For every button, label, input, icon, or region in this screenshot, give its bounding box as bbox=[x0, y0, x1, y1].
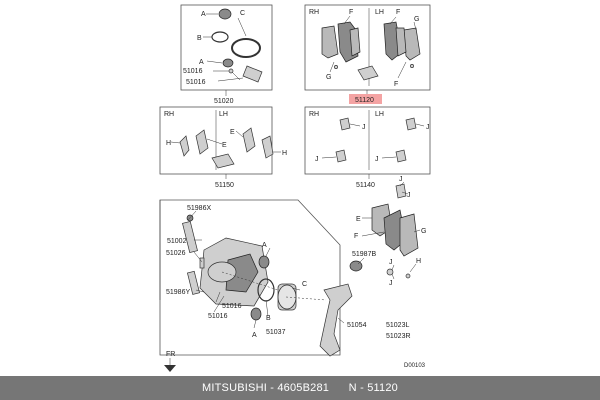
kit-box-51120: RH LH F F G G F 51120 bbox=[304, 4, 431, 104]
brake-pad-rh-outer-icon bbox=[321, 25, 339, 59]
label-h-assembly: H bbox=[416, 258, 421, 265]
label-j-4: J bbox=[375, 156, 379, 163]
bleeder-screw-icon bbox=[199, 257, 205, 269]
label-lh-shims: LH bbox=[219, 111, 228, 118]
label-f-assembly: F bbox=[354, 233, 358, 240]
label-fr: FR bbox=[166, 351, 175, 358]
seal-c-icon bbox=[231, 38, 261, 58]
label-h-rh: H bbox=[166, 140, 171, 147]
label-lh-pads: LH bbox=[375, 9, 384, 16]
part-51987b: 51987B bbox=[352, 251, 376, 258]
front-direction-indicator: FR bbox=[164, 351, 176, 372]
part-51120[interactable]: 51120 bbox=[355, 97, 374, 104]
pad-clip-top-icon bbox=[395, 183, 407, 199]
part-51023r: 51023R bbox=[386, 333, 411, 340]
part-51054: 51054 bbox=[347, 322, 367, 329]
label-rh-shims: RH bbox=[164, 111, 174, 118]
label-a-assembly-lower: A bbox=[252, 332, 257, 339]
clip-j-rh-lower-icon bbox=[335, 149, 347, 163]
boot-a-lower-assembly-icon bbox=[250, 307, 262, 321]
clip-j-lh-lower-icon bbox=[395, 149, 407, 163]
label-h-lh: H bbox=[282, 150, 287, 157]
label-a: A bbox=[201, 11, 206, 18]
boot-a-lower-icon bbox=[222, 58, 234, 68]
label-j-assembly-right: J bbox=[389, 259, 393, 266]
part-51023l: 51023L bbox=[386, 322, 409, 329]
label-e-lh: E bbox=[222, 142, 227, 149]
guide-pin-x-icon bbox=[182, 221, 198, 253]
label-j-assembly-bottom: J bbox=[389, 280, 393, 287]
part-51986y: 51986Y bbox=[166, 289, 190, 296]
part-51140: 51140 bbox=[356, 182, 375, 189]
label-a-lower: A bbox=[199, 59, 204, 66]
part-51016-assembly-1: 51016 bbox=[222, 303, 242, 310]
pin-boot-icon bbox=[349, 260, 363, 272]
brake-caliper-diagram: A C B A 51016 51016 51020 RH LH F F G G bbox=[159, 4, 431, 372]
label-g-assembly: G bbox=[421, 228, 426, 235]
label-j-3: J bbox=[315, 156, 319, 163]
label-f-rh: F bbox=[349, 9, 353, 16]
footer-catalog-ref: N - 51120 bbox=[348, 382, 398, 394]
part-51016-lower: 51016 bbox=[186, 79, 206, 86]
label-rh-clips: RH bbox=[309, 111, 319, 118]
label-j-assembly-mid: J bbox=[407, 192, 411, 199]
boot-a-icon bbox=[218, 8, 232, 20]
clip-j-lh-upper-icon bbox=[405, 117, 417, 131]
kit-box-51140: RH LH J J J J 51140 bbox=[304, 106, 431, 189]
clip-j-rh-upper-icon bbox=[339, 117, 351, 131]
front-arrow-icon bbox=[164, 365, 176, 372]
label-e: E bbox=[230, 129, 235, 136]
footer-separator-1: - bbox=[266, 382, 278, 394]
label-e-assembly: E bbox=[356, 216, 361, 223]
label-j-assembly-top: J bbox=[399, 176, 403, 183]
label-c: C bbox=[240, 10, 245, 17]
label-lh-clips: LH bbox=[375, 111, 384, 118]
shim-h-lh-icon bbox=[261, 135, 274, 159]
label-a-assembly-upper: A bbox=[262, 242, 267, 249]
kit-box-51020: A C B A 51016 51016 51020 bbox=[180, 4, 273, 105]
footer-bar: MITSUBISHI - 4605B281 N - 51120 bbox=[0, 376, 600, 400]
footer-brand: MITSUBISHI bbox=[202, 382, 267, 394]
diagram-code: D00103 bbox=[404, 363, 426, 369]
pad-grease-icon bbox=[357, 65, 379, 81]
part-51016-assembly-2: 51016 bbox=[208, 313, 228, 320]
caliper-support-icon bbox=[319, 283, 353, 357]
shim-e-rh-icon bbox=[195, 129, 209, 155]
part-51150: 51150 bbox=[215, 182, 234, 189]
seal-b-icon bbox=[211, 31, 229, 43]
label-j-1: J bbox=[362, 124, 366, 131]
part-51016-upper: 51016 bbox=[183, 68, 203, 75]
part-51037: 51037 bbox=[266, 329, 286, 336]
label-f-lh: F bbox=[396, 9, 400, 16]
part-51026: 51026 bbox=[166, 250, 186, 257]
footer-separator-2 bbox=[329, 382, 349, 394]
label-c-assembly: C bbox=[302, 281, 307, 288]
footer-part-number: 4605B281 bbox=[277, 382, 330, 394]
grease-packet-icon bbox=[242, 65, 263, 83]
part-51020: 51020 bbox=[214, 98, 234, 105]
shim-e-lh-icon bbox=[242, 127, 256, 153]
label-b: B bbox=[197, 35, 202, 42]
shim-h-rh-icon bbox=[179, 135, 190, 157]
boot-a-upper-icon bbox=[258, 255, 270, 269]
label-f-lower: F bbox=[394, 81, 398, 88]
guide-pin-y-icon bbox=[187, 270, 200, 295]
part-51986x: 51986X bbox=[187, 205, 211, 212]
kit-box-51150: RH LH H E E H 51150 bbox=[159, 106, 287, 189]
part-51002: 51002 bbox=[167, 238, 187, 245]
brake-pad-lh-outer-icon bbox=[403, 27, 421, 61]
label-g-rh: G bbox=[326, 74, 331, 81]
shim-grease-icon bbox=[211, 153, 235, 169]
label-g-lh: G bbox=[414, 16, 419, 23]
label-rh-pads: RH bbox=[309, 9, 319, 16]
highlight-51120 bbox=[349, 94, 382, 104]
caliper-assembly: 51986X 51002 51026 51986Y 51016 51016 A … bbox=[159, 176, 426, 357]
label-b-assembly: B bbox=[266, 315, 271, 322]
label-j-2: J bbox=[426, 124, 430, 131]
